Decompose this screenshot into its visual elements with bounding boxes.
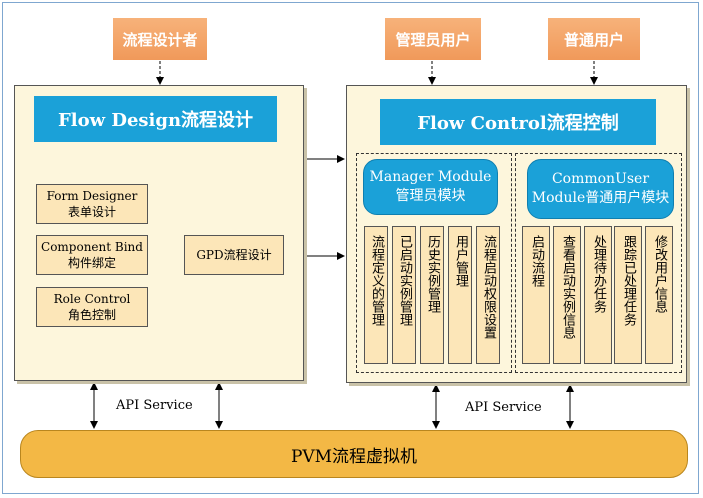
common-module-head: CommonUser Module普通用户模块 (527, 159, 674, 219)
manager-item: 流程启动权限设置 (476, 226, 500, 364)
common-head-zh: Module普通用户模块 (531, 190, 670, 206)
flow-design-title: Flow Design流程设计 (34, 96, 277, 142)
common-item: 查看启动实例信息 (553, 226, 581, 364)
component-en: Role Control (53, 292, 131, 306)
component-zh: 角色控制 (67, 308, 116, 322)
diagram-frame (2, 2, 699, 494)
role-common-user: 普通用户 (548, 18, 640, 60)
common-head-en: CommonUser (551, 171, 650, 187)
api-service-label-left: API Service (116, 398, 193, 413)
manager-head-zh: 管理员模块 (395, 188, 466, 204)
component-role-control: Role Control 角色控制 (36, 287, 148, 327)
flow-control-title: Flow Control流程控制 (380, 99, 656, 145)
component-component-bind: Component Bind 构件绑定 (36, 235, 148, 275)
manager-item: 用户管理 (448, 226, 472, 364)
role-designer: 流程设计者 (113, 18, 207, 60)
api-service-label-right: API Service (465, 400, 542, 415)
manager-module-group (356, 153, 512, 373)
component-zh: 构件绑定 (67, 256, 116, 270)
gpd-design-box: GPD流程设计 (184, 235, 284, 275)
common-module-group (515, 153, 682, 373)
pvm-engine-bar: PVM流程虚拟机 (20, 430, 688, 478)
component-zh: 表单设计 (67, 205, 116, 219)
manager-item: 已启动实例管理 (392, 226, 416, 364)
manager-item: 流程定义的管理 (364, 226, 388, 364)
role-admin-user: 管理员用户 (385, 18, 481, 60)
manager-module-head: Manager Module 管理员模块 (363, 159, 498, 215)
gpd-label: GPD流程设计 (196, 248, 272, 262)
component-en: Component Bind (41, 240, 143, 254)
component-form-designer: Form Designer 表单设计 (36, 184, 148, 224)
common-item: 跟踪已处理任务 (614, 226, 642, 364)
manager-item: 历史实例管理 (420, 226, 444, 364)
common-item: 处理待办任务 (584, 226, 612, 364)
component-en: Form Designer (46, 189, 138, 203)
manager-head-en: Manager Module (369, 169, 492, 185)
common-item: 启动流程 (522, 226, 550, 364)
common-item: 修改用户信息 (645, 226, 673, 364)
